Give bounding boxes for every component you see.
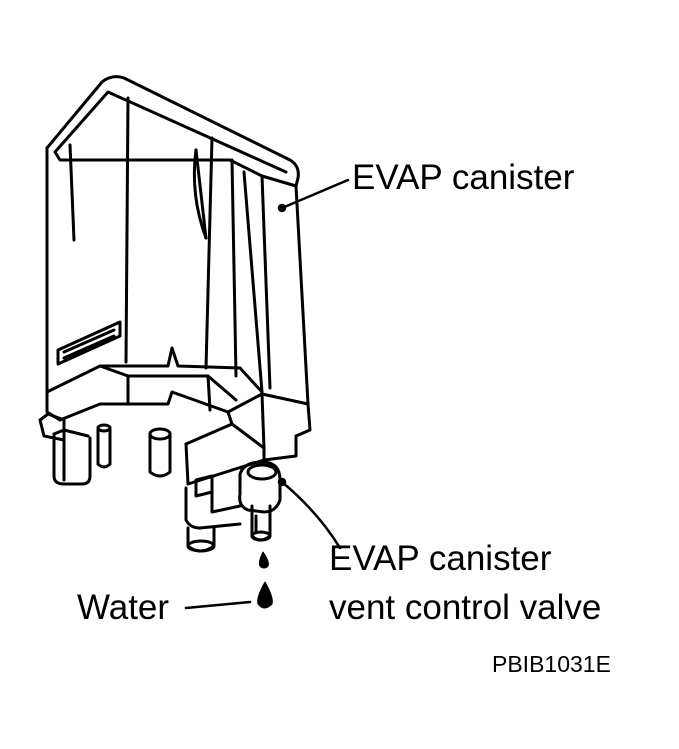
label-vent-valve-line2: vent control valve	[329, 588, 602, 627]
water-drop-small	[258, 551, 269, 569]
figure-code: PBIB1031E	[492, 651, 611, 677]
label-water: Water	[77, 588, 170, 627]
leader-vent-valve	[280, 480, 342, 550]
leader-water	[184, 600, 252, 610]
water-drop-large	[257, 581, 273, 609]
label-vent-valve-line1: EVAP canister	[329, 539, 552, 578]
bottom-ports	[52, 423, 172, 486]
leader-evap-canister	[280, 178, 350, 210]
label-evap-canister: EVAP canister	[352, 158, 575, 197]
canister-body	[38, 75, 312, 486]
water-drops	[257, 551, 273, 609]
leader-lines	[184, 178, 350, 610]
vent-control-valve	[184, 460, 282, 553]
